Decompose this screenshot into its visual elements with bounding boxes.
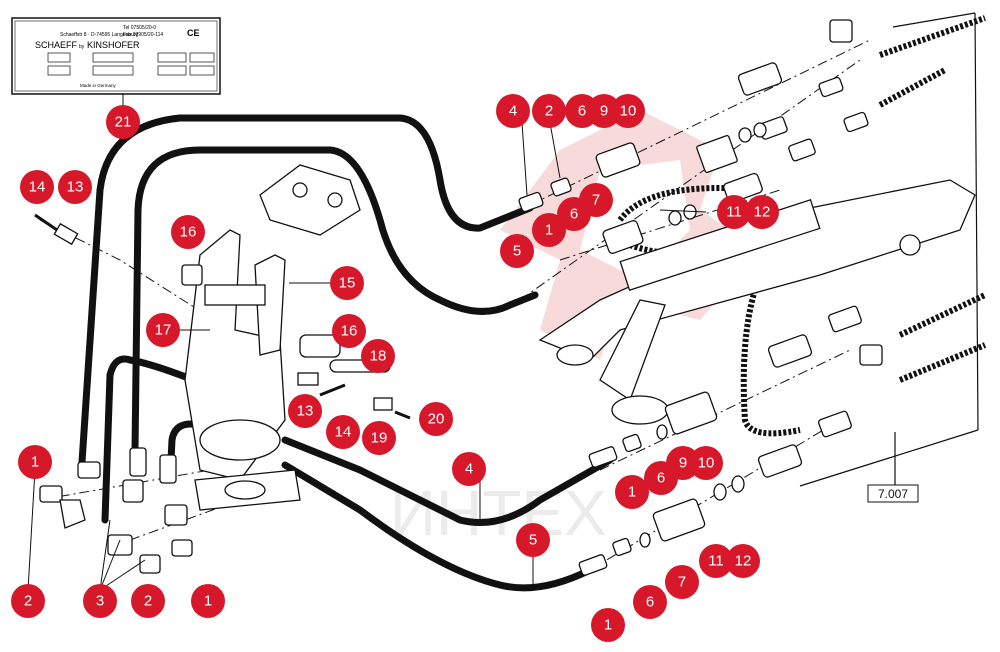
reference-box-label: 7.007 (878, 487, 908, 501)
mounting-bracket (181, 229, 391, 511)
callout-20: 20 (419, 402, 453, 436)
quick-coupler (259, 164, 361, 236)
callout-label: 1 (204, 593, 212, 610)
callout-14: 14 (20, 170, 54, 204)
callout-label: 18 (370, 348, 387, 365)
nameplate-brand2: KINSHOFER (87, 40, 140, 50)
callout-label: 9 (600, 103, 608, 120)
callout-label: 17 (155, 322, 172, 339)
callout-5: 5 (516, 523, 550, 557)
callout-label: 14 (335, 424, 352, 441)
callout-label: 3 (96, 593, 104, 610)
callout-12: 12 (726, 544, 760, 578)
callout-label: 10 (698, 455, 715, 472)
callout-5: 5 (500, 234, 534, 268)
nameplate-brand-by: by (79, 44, 85, 50)
callout-label: 6 (657, 470, 665, 487)
callout-label: 14 (29, 179, 46, 196)
callout-label: 13 (297, 403, 314, 420)
callout-label: 12 (735, 553, 752, 570)
callout-label: 12 (754, 204, 771, 221)
callout-15: 15 (330, 266, 364, 300)
callout-1: 1 (532, 213, 566, 247)
callout-label: 2 (144, 593, 152, 610)
lower-fittings (578, 305, 883, 576)
callout-label: 7 (592, 192, 600, 209)
callout-21: 21 (106, 105, 140, 139)
callout-label: 1 (31, 454, 39, 471)
lower-left-fittings (39, 447, 193, 574)
callout-18: 18 (361, 339, 395, 373)
callout-label: 11 (726, 204, 742, 221)
callout-3: 3 (83, 584, 117, 618)
callout-label: 2 (24, 593, 32, 610)
callout-label: 16 (180, 224, 197, 241)
nameplate-tel: Tel 07505/20-0 (123, 25, 156, 31)
callout-6: 6 (633, 585, 667, 619)
callout-7: 7 (665, 565, 699, 599)
nameplate-ce-mark: CE (187, 28, 200, 38)
callout-1: 1 (191, 584, 225, 618)
watermark-text: ИНТЕХ (390, 477, 607, 549)
upper-fittings (518, 19, 869, 254)
callout-label: 11 (708, 553, 724, 570)
callout-4: 4 (496, 94, 530, 128)
callout-label: 20 (428, 411, 445, 428)
nameplate-address: Schaeffstr 8 · D-74595 Langenburg (60, 32, 139, 38)
nameplate-made-in: Made in Germany (80, 83, 117, 88)
callout-2: 2 (131, 584, 165, 618)
callout-label: 7 (678, 574, 686, 591)
nameplate-fax: Fax 07905/20-114 (123, 32, 163, 38)
callout-label: 19 (371, 430, 388, 447)
callout-label: 5 (529, 532, 537, 549)
callout-9: 9 (587, 94, 621, 128)
nameplate-fields (47, 52, 215, 76)
callout-10: 10 (689, 446, 723, 480)
callout-label: 15 (339, 275, 356, 292)
callout-13: 13 (58, 170, 92, 204)
callout-17: 17 (146, 313, 180, 347)
callout-4: 4 (452, 452, 486, 486)
reference-frame (799, 12, 979, 503)
callout-13: 13 (288, 394, 322, 428)
hydraulic-hoses (78, 114, 614, 592)
callout-label: 1 (604, 617, 612, 634)
callout-label: 21 (115, 114, 132, 131)
callout-label: 16 (341, 323, 358, 340)
callout-label: 5 (513, 243, 521, 260)
callout-label: 6 (646, 594, 654, 611)
callout-label: 13 (67, 179, 84, 196)
callout-2: 2 (532, 94, 566, 128)
callout-10: 10 (611, 94, 645, 128)
callout-1: 1 (591, 608, 625, 642)
callout-label: 1 (628, 484, 636, 501)
callout-1: 1 (615, 475, 649, 509)
callout-label: 10 (620, 103, 637, 120)
callout-label: 6 (578, 103, 586, 120)
callout-11: 11 (699, 544, 733, 578)
callout-16: 16 (171, 215, 205, 249)
callout-label: 4 (509, 103, 517, 120)
callout-label: 6 (570, 206, 578, 223)
callout-6: 6 (557, 197, 591, 231)
callout-2: 2 (11, 584, 45, 618)
callout-label: 1 (545, 222, 553, 239)
callout-1: 1 (18, 445, 52, 479)
callout-label: 2 (545, 103, 553, 120)
callout-label: 4 (465, 461, 473, 478)
callout-14: 14 (326, 415, 360, 449)
nameplate-brand: SCHAEFF (35, 40, 78, 50)
callout-label: 9 (679, 455, 687, 472)
callout-11: 11 (717, 195, 751, 229)
small-hardware (34, 213, 411, 420)
nameplate: Tel 07505/20-0 Schaeffstr 8 · D-74595 La… (11, 17, 221, 95)
callout-19: 19 (362, 421, 396, 455)
callout-16: 16 (332, 314, 366, 348)
callout-12: 12 (745, 195, 779, 229)
